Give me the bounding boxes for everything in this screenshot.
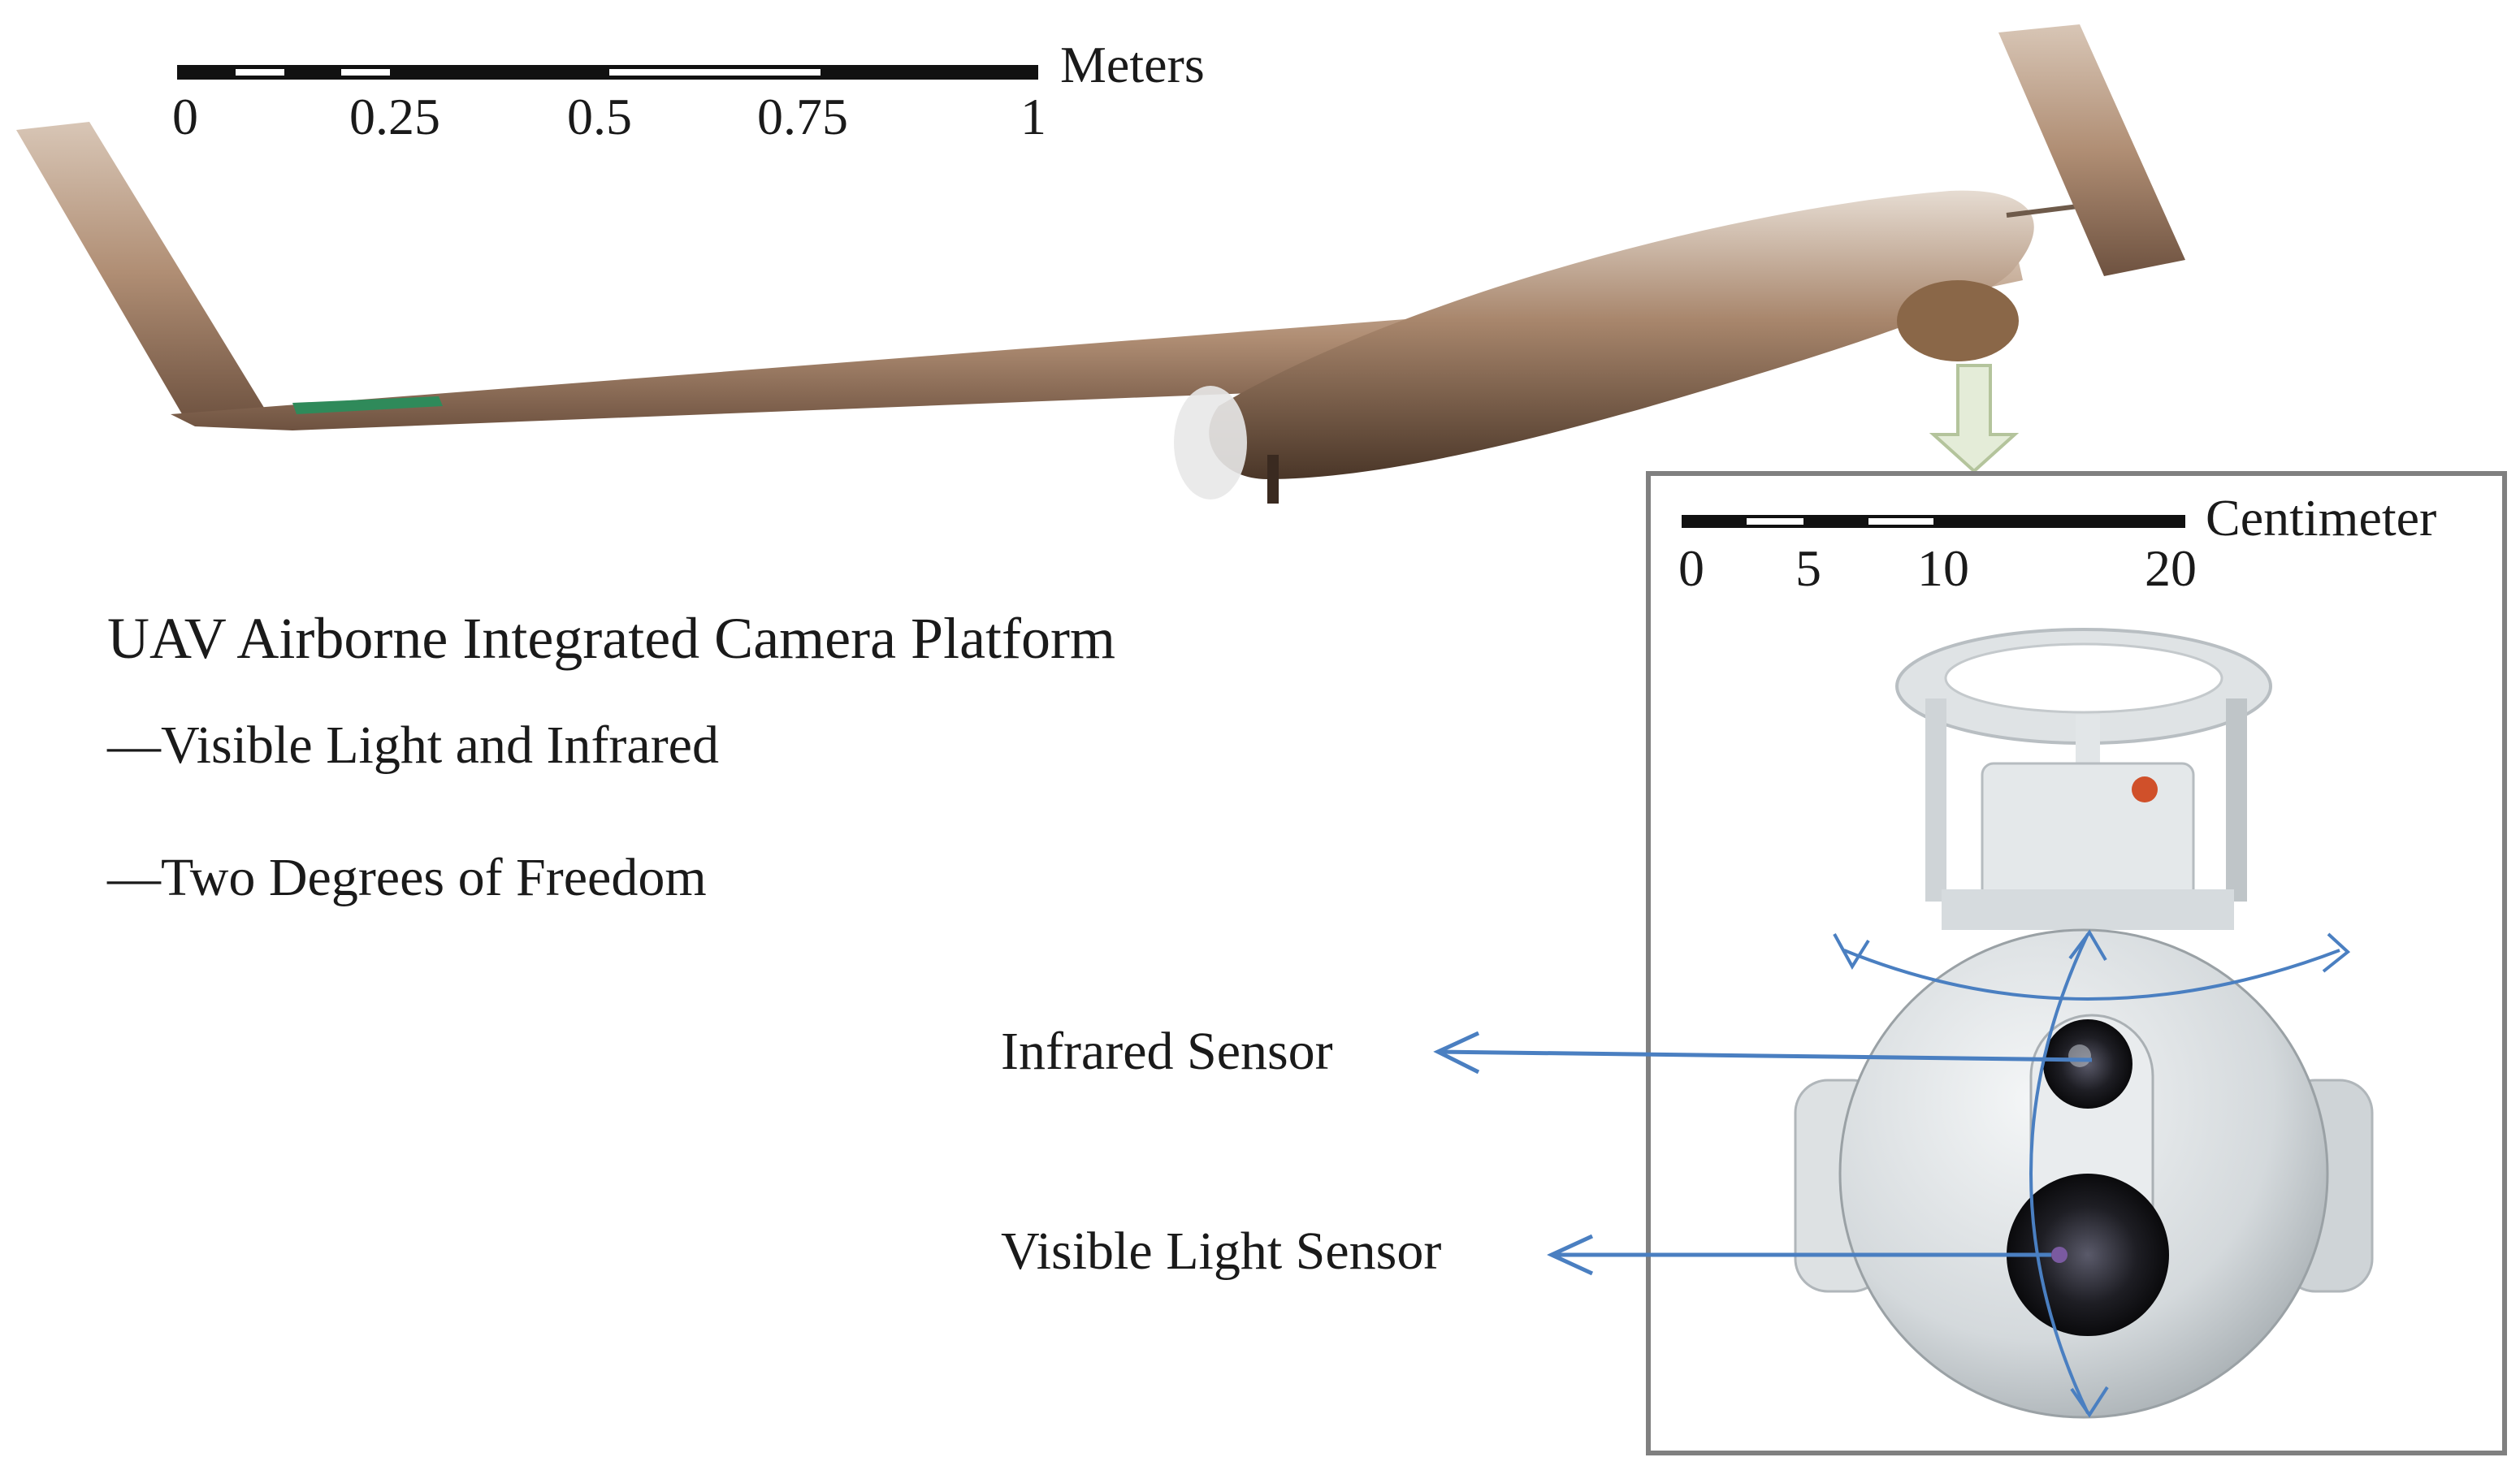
pitch-arrowhead-top	[2068, 929, 2107, 962]
propeller	[1174, 386, 1247, 499]
cm-scale-segment-light	[1747, 518, 1803, 525]
infrared-sensor-label: Infrared Sensor	[1001, 1022, 1333, 1081]
meters-tick-label: 0.25	[349, 88, 440, 145]
cm-tick-label: 5	[1795, 539, 1821, 597]
visible-lens-glint	[2051, 1247, 2068, 1263]
meters-scale-unit: Meters	[1060, 36, 1205, 93]
infrared-callout-arrowhead	[1433, 1031, 1480, 1075]
indicator-light	[2132, 776, 2158, 802]
meters-scale-track	[177, 65, 1038, 80]
gimbal-yoke	[1942, 889, 2234, 930]
tail-fin	[1267, 455, 1279, 504]
feature-line-2: —Two Degrees of Freedom	[107, 848, 707, 907]
left-winglet	[16, 122, 268, 422]
meters-tick-label: 0.5	[567, 88, 632, 145]
fuselage	[1209, 190, 2034, 479]
yaw-rotation-arc	[1843, 949, 2340, 1001]
support-strut	[2226, 698, 2247, 902]
feature-line-1: —Visible Light and Infrared	[107, 716, 719, 775]
gimbal-detail-frame	[1646, 471, 2507, 1455]
motor-housing	[1981, 762, 2195, 903]
yaw-arrowhead-left	[1833, 933, 1870, 970]
cm-tick-label: 20	[2145, 539, 2197, 597]
platform-title: UAV Airborne Integrated Camera Platform	[107, 606, 1116, 671]
infrared-lens-glint	[2068, 1044, 2091, 1067]
meters-scale-segment-light	[609, 69, 821, 76]
pitch-arrowhead-bottom	[2070, 1386, 2109, 1418]
cm-tick-label: 0	[1678, 539, 1704, 597]
visible-callout-arrowhead	[1547, 1234, 1594, 1276]
infrared-callout-line	[1437, 1049, 2093, 1062]
mount-ring-opening	[1944, 642, 2223, 714]
cm-scale-unit: Centimeter	[2206, 489, 2437, 547]
meters-scale-segment-light	[236, 69, 284, 76]
cm-tick-label: 10	[1917, 539, 1969, 597]
pitch-rotation-arc	[2029, 933, 2089, 1414]
meters-tick-label: 0.75	[757, 88, 848, 145]
nose-pod	[1897, 280, 2019, 361]
infrared-lens	[2043, 1019, 2132, 1109]
right-winglet	[1998, 24, 2185, 276]
meters-tick-label: 1	[1020, 88, 1046, 145]
meters-tick-label: 0	[172, 88, 198, 145]
meters-scale-segment-light	[341, 69, 390, 76]
yaw-arrowhead-right	[2322, 932, 2351, 973]
main-wing	[171, 244, 2023, 430]
cm-scale-segment-light	[1868, 518, 1933, 525]
support-strut	[1925, 698, 1946, 902]
visible-light-sensor-label: Visible Light Sensor	[1001, 1222, 1442, 1281]
wing-marker-stripe	[292, 396, 443, 414]
